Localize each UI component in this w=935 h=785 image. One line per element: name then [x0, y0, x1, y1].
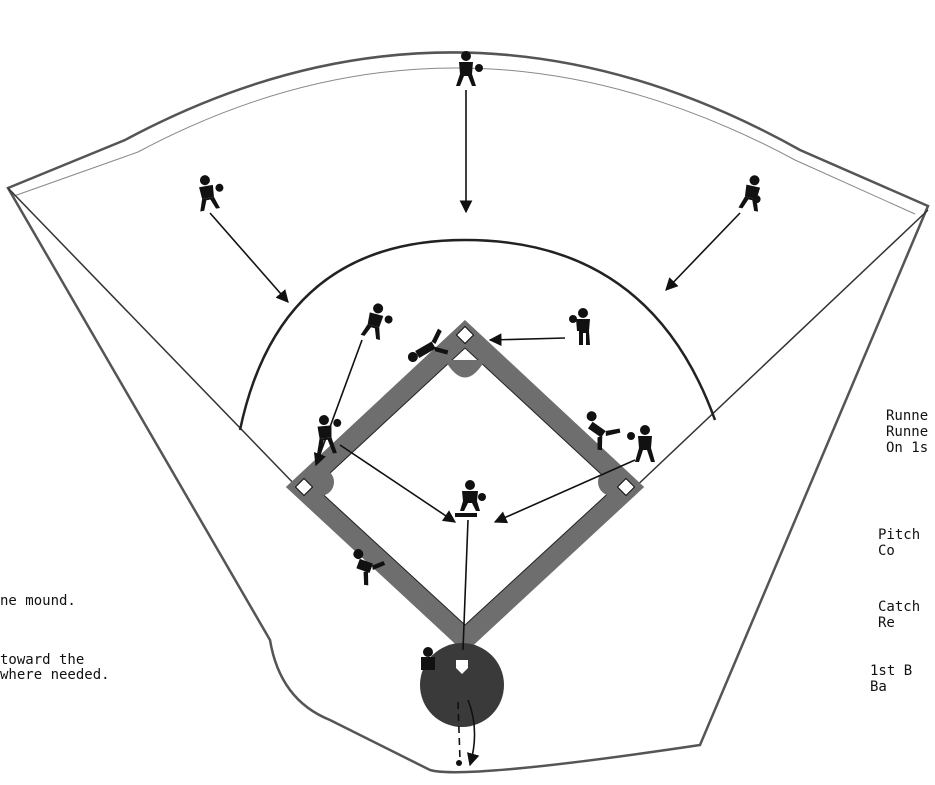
right-note-pitcher-detail: Co — [878, 544, 895, 559]
right-note-pitcher: Pitch — [878, 528, 920, 543]
third-base-cutout — [306, 468, 334, 496]
left-note-line-3: where needed. — [0, 668, 110, 683]
player-icon-catcher — [421, 647, 435, 670]
right-note-runner-2: Runne — [886, 425, 928, 440]
left-note-line-1: ne mound. — [0, 594, 76, 609]
right-note-on-first: On 1s — [886, 441, 928, 456]
player-icon-left-fielder — [194, 172, 227, 211]
home-plate-area — [420, 643, 504, 727]
arrow-left-fielder — [210, 213, 288, 302]
player-icon-right-fielder — [738, 173, 765, 211]
player-icon-first-baseman — [627, 425, 655, 462]
foul-line-left — [8, 188, 300, 490]
right-note-catcher-detail: Re — [878, 616, 895, 631]
player-icon-center-fielder — [456, 51, 483, 86]
right-note-catcher: Catch — [878, 600, 920, 615]
arrow-second-base — [490, 338, 565, 340]
left-note-line-2: toward the — [0, 653, 84, 668]
backstop-point — [456, 760, 462, 766]
player-icon-second-baseman — [569, 308, 590, 345]
player-icon-shortstop — [361, 301, 396, 342]
right-note-first-base-detail: Ba — [870, 680, 887, 695]
outfield-wall — [14, 68, 915, 214]
arrow-right-fielder — [666, 213, 740, 290]
right-note-first-base: 1st B — [870, 664, 912, 679]
right-note-runner-1: Runne — [886, 409, 928, 424]
pitching-rubber — [455, 513, 477, 517]
foul-line-right — [630, 210, 928, 492]
